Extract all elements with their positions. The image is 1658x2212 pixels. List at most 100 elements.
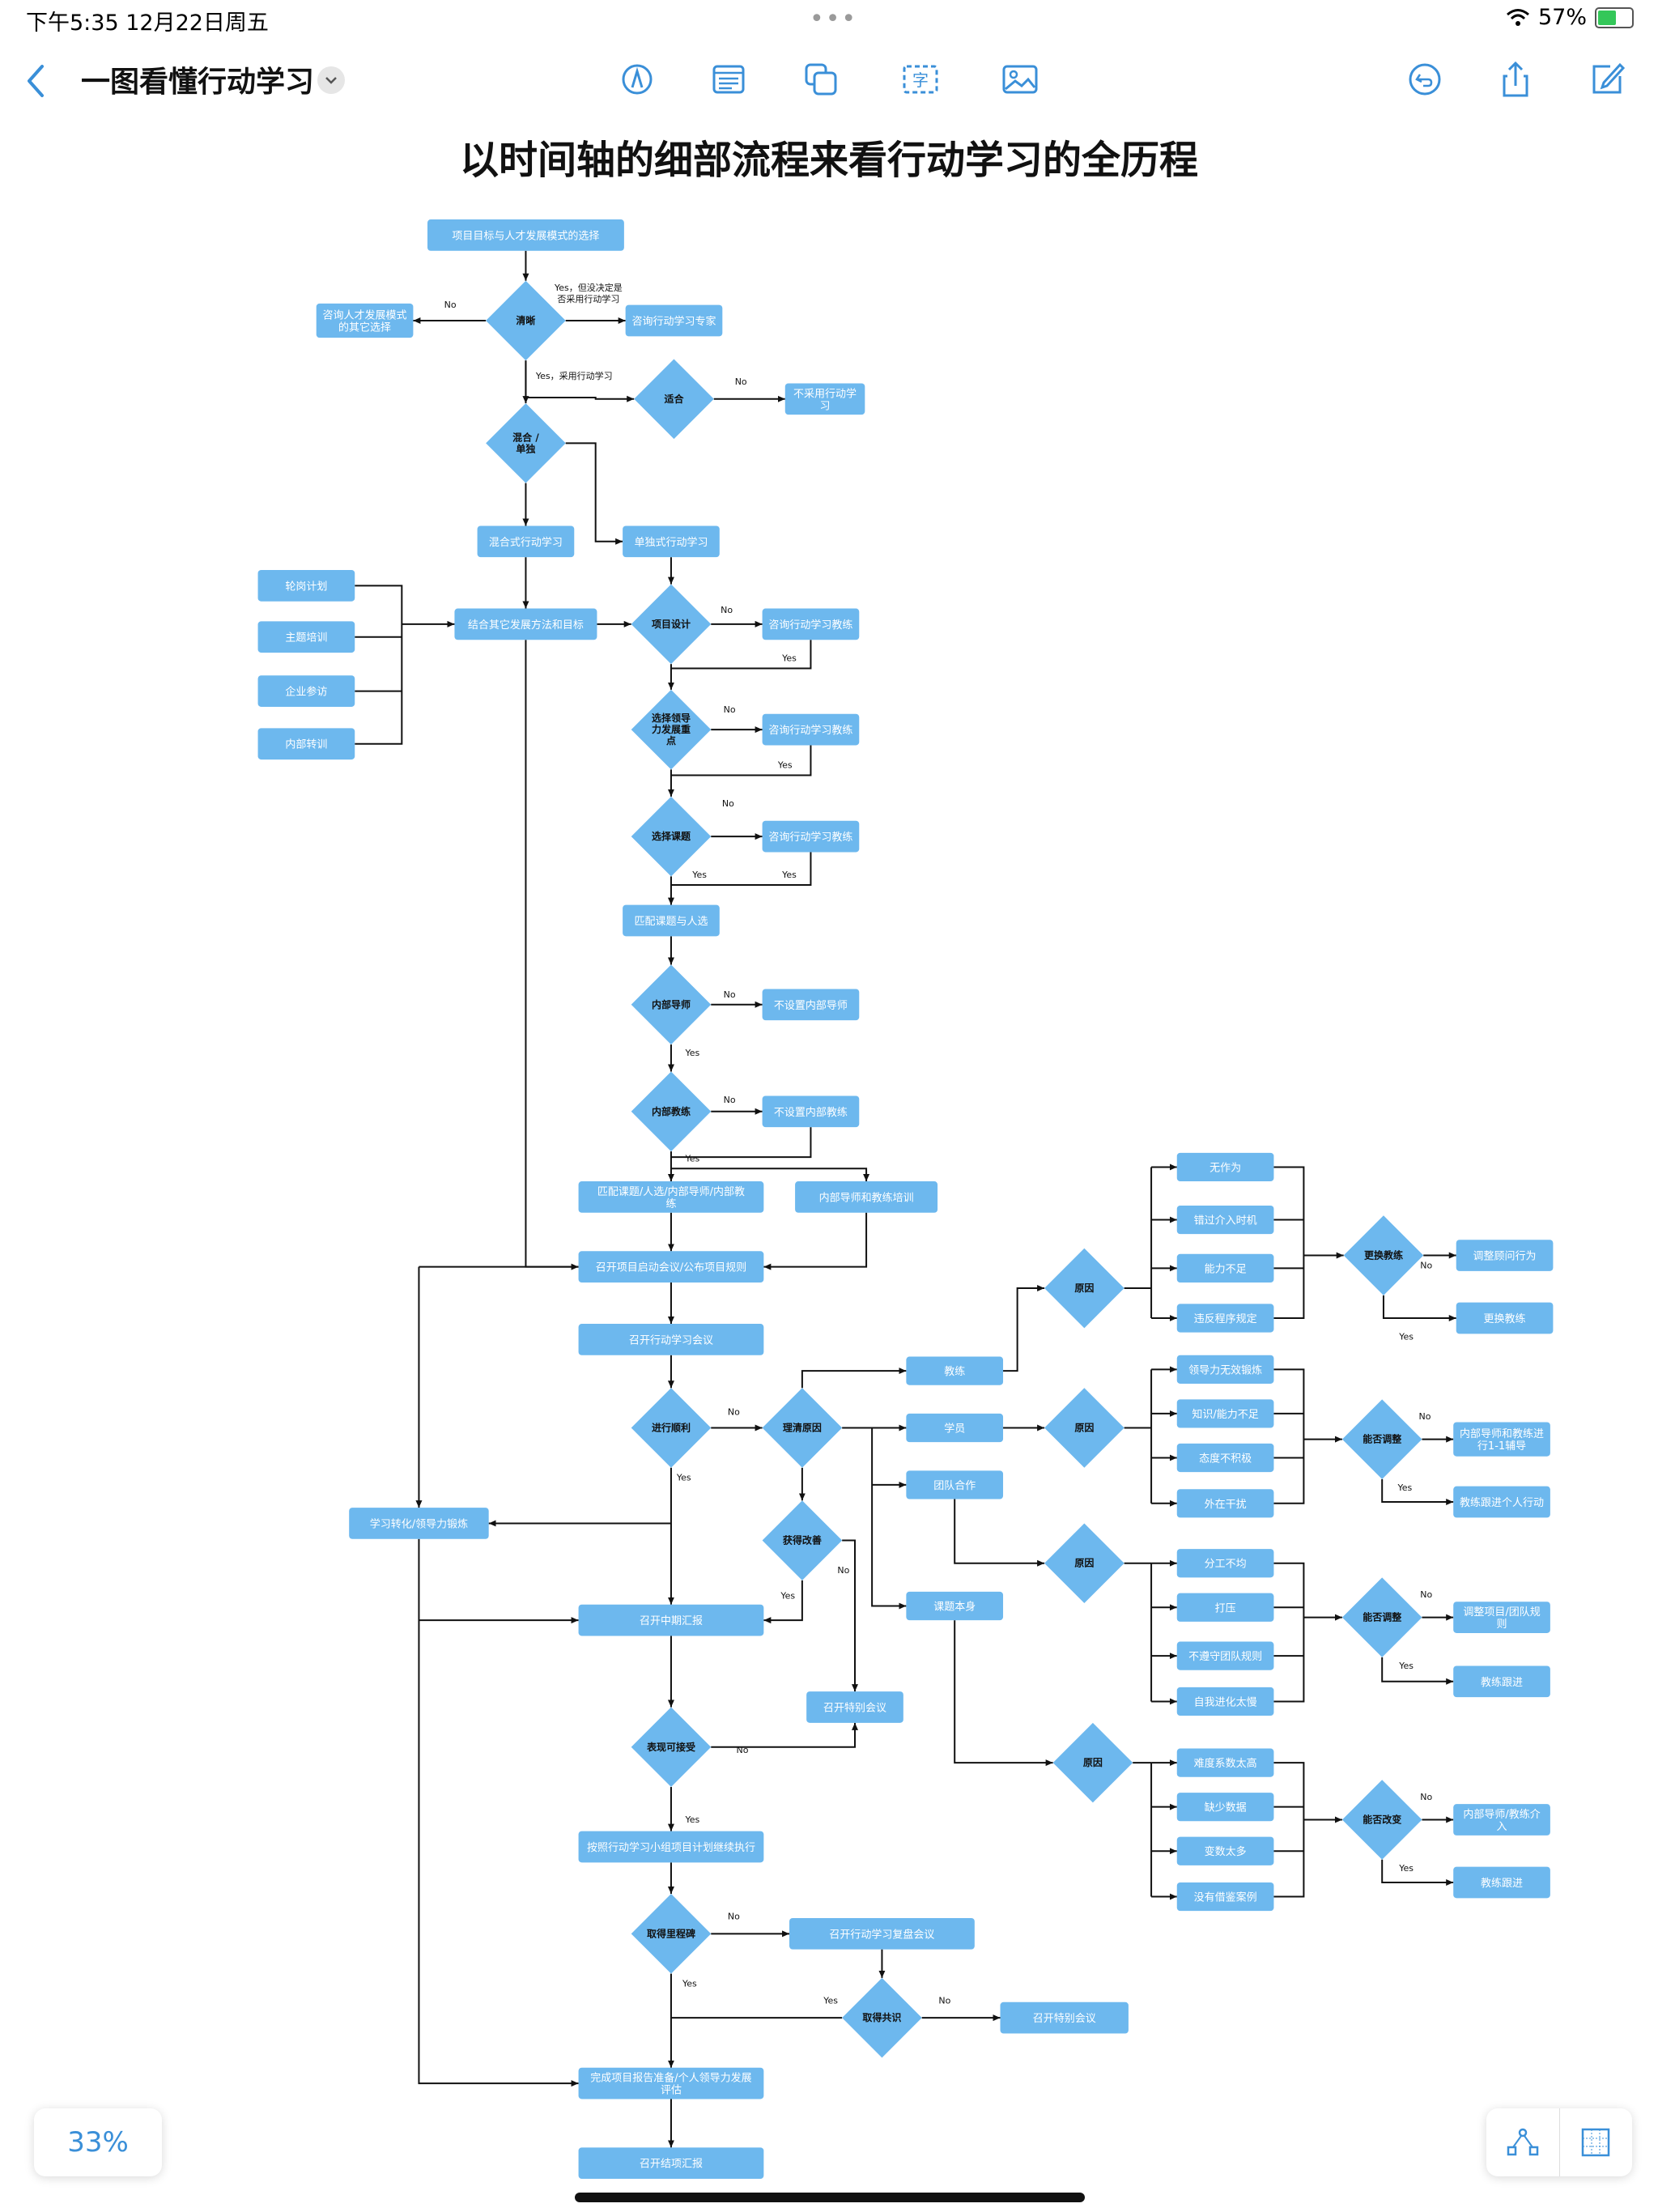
flow-decision-shape[interactable] bbox=[1341, 1399, 1422, 1479]
flow-decision-shape[interactable] bbox=[631, 584, 712, 665]
flow-box-b17[interactable]: 不设置内部教练 bbox=[762, 1095, 860, 1128]
flow-box-b57[interactable]: 教练跟进 bbox=[1453, 1866, 1550, 1899]
flow-box-b9[interactable]: 企业参访 bbox=[257, 675, 355, 707]
flow-decision-d16[interactable]: 原因 bbox=[1044, 1388, 1124, 1468]
flow-decision-shape[interactable] bbox=[631, 1071, 712, 1152]
share-icon[interactable] bbox=[1491, 55, 1540, 104]
flow-box-b42[interactable]: 态度不积极 bbox=[1176, 1443, 1274, 1473]
flow-box-shape[interactable] bbox=[1176, 1443, 1274, 1473]
flow-box-b47[interactable]: 打压 bbox=[1176, 1593, 1274, 1622]
flow-box-shape[interactable] bbox=[316, 303, 414, 338]
flow-box-b24[interactable]: 召开特别会议 bbox=[806, 1691, 903, 1723]
flow-box-b43[interactable]: 外在干扰 bbox=[1176, 1489, 1274, 1518]
flow-decision-shape[interactable] bbox=[631, 689, 712, 770]
flow-box-shape[interactable] bbox=[623, 904, 720, 937]
flow-box-b14[interactable]: 咨询行动学习教练 bbox=[762, 820, 860, 853]
flow-box-b10[interactable]: 内部转训 bbox=[257, 728, 355, 760]
flow-box-b50[interactable]: 调整项目/团队规则 bbox=[1453, 1602, 1550, 1633]
flow-box-b32[interactable]: 团队合作 bbox=[906, 1470, 1004, 1499]
flow-box-b31[interactable]: 学员 bbox=[906, 1413, 1004, 1443]
flow-decision-d2[interactable]: 适合 bbox=[634, 359, 714, 440]
undo-icon[interactable] bbox=[1401, 55, 1449, 104]
flow-decision-shape[interactable] bbox=[1341, 1780, 1422, 1860]
flow-box-b12[interactable]: 咨询行动学习教练 bbox=[762, 608, 860, 640]
multitask-dots[interactable]: ••• bbox=[810, 5, 858, 33]
flow-box-shape[interactable] bbox=[578, 1181, 764, 1213]
grid-icon[interactable] bbox=[1558, 2108, 1633, 2176]
flow-box-b36[interactable]: 能力不足 bbox=[1176, 1253, 1274, 1283]
flow-box-shape[interactable] bbox=[477, 525, 575, 558]
flow-box-b35[interactable]: 错过介入时机 bbox=[1176, 1205, 1274, 1235]
flow-decision-shape[interactable] bbox=[631, 1894, 712, 1974]
flow-decision-shape[interactable] bbox=[631, 1707, 712, 1788]
flow-decision-shape[interactable] bbox=[631, 796, 712, 877]
flow-decision-shape[interactable] bbox=[486, 280, 566, 361]
flow-box-b18[interactable]: 匹配课题/人选/内部导师/内部教练 bbox=[578, 1181, 764, 1213]
flow-decision-d8[interactable]: 内部教练 bbox=[631, 1071, 712, 1152]
flow-box-shape[interactable] bbox=[1176, 1882, 1274, 1912]
flow-box-b6[interactable]: 单独式行动学习 bbox=[623, 525, 720, 558]
flow-box-shape[interactable] bbox=[762, 1095, 860, 1128]
flow-box-b51[interactable]: 教练跟进 bbox=[1453, 1665, 1550, 1698]
flow-box-shape[interactable] bbox=[1176, 1253, 1274, 1283]
flow-box-shape[interactable] bbox=[1456, 1302, 1554, 1334]
flow-decision-d10[interactable]: 理清原因 bbox=[762, 1388, 843, 1468]
flow-decision-d18[interactable]: 原因 bbox=[1052, 1722, 1133, 1803]
flow-decision-d22[interactable]: 能否改变 bbox=[1341, 1780, 1422, 1860]
flow-box-b40[interactable]: 领导力无效锻炼 bbox=[1176, 1355, 1274, 1384]
flow-decision-shape[interactable] bbox=[762, 1500, 843, 1580]
flow-box-b46[interactable]: 分工不均 bbox=[1176, 1549, 1274, 1578]
document-title[interactable]: 一图看懂行动学习 bbox=[81, 66, 315, 99]
flow-box-shape[interactable] bbox=[1176, 1355, 1274, 1384]
flow-box-shape[interactable] bbox=[427, 219, 624, 251]
flow-box-b21[interactable]: 召开行动学习会议 bbox=[578, 1324, 764, 1355]
flow-box-shape[interactable] bbox=[578, 1831, 764, 1863]
flow-box-b8[interactable]: 主题培训 bbox=[257, 621, 355, 653]
flow-box-shape[interactable] bbox=[784, 383, 865, 415]
flow-box-b34[interactable]: 无作为 bbox=[1176, 1152, 1274, 1182]
flow-box-shape[interactable] bbox=[578, 2067, 764, 2099]
flow-box-b37[interactable]: 违反程序规定 bbox=[1176, 1304, 1274, 1333]
flow-decision-shape[interactable] bbox=[634, 359, 714, 440]
flow-box-b45[interactable]: 教练跟进个人行动 bbox=[1453, 1486, 1550, 1518]
flow-box-shape[interactable] bbox=[1176, 1304, 1274, 1333]
flow-box-shape[interactable] bbox=[257, 728, 355, 760]
flow-decision-shape[interactable] bbox=[1052, 1722, 1133, 1803]
flow-box-shape[interactable] bbox=[1176, 1205, 1274, 1235]
flow-decision-shape[interactable] bbox=[762, 1388, 843, 1468]
flow-decision-d6[interactable]: 选择课题 bbox=[631, 796, 712, 877]
shape-connect-icon[interactable] bbox=[1486, 2108, 1559, 2176]
flow-box-shape[interactable] bbox=[349, 1508, 489, 1539]
flow-box-shape[interactable] bbox=[806, 1691, 903, 1723]
flow-decision-shape[interactable] bbox=[631, 964, 712, 1045]
flow-box-b27[interactable]: 召开特别会议 bbox=[1000, 2001, 1129, 2034]
image-icon[interactable] bbox=[996, 55, 1044, 104]
flow-box-shape[interactable] bbox=[1176, 1593, 1274, 1622]
flow-box-shape[interactable] bbox=[578, 1324, 764, 1355]
flow-box-shape[interactable] bbox=[1456, 1240, 1554, 1271]
flow-box-shape[interactable] bbox=[257, 621, 355, 653]
flow-box-shape[interactable] bbox=[1453, 1602, 1550, 1633]
flow-box-b41[interactable]: 知识/能力不足 bbox=[1176, 1399, 1274, 1428]
text-block-icon[interactable] bbox=[704, 55, 753, 104]
flow-box-shape[interactable] bbox=[578, 1604, 764, 1636]
flow-box-shape[interactable] bbox=[1176, 1152, 1274, 1182]
back-chevron-icon[interactable] bbox=[16, 57, 57, 105]
flow-box-b7[interactable]: 轮岗计划 bbox=[257, 570, 355, 602]
flow-box-shape[interactable] bbox=[257, 675, 355, 707]
flow-box-shape[interactable] bbox=[1453, 1422, 1550, 1457]
flow-box-b48[interactable]: 不遵守团队规则 bbox=[1176, 1641, 1274, 1670]
flow-box-shape[interactable] bbox=[906, 1413, 1004, 1443]
flow-decision-d17[interactable]: 原因 bbox=[1044, 1523, 1124, 1603]
flow-decision-d15[interactable]: 原因 bbox=[1044, 1248, 1124, 1329]
home-indicator[interactable] bbox=[575, 2193, 1085, 2202]
flow-box-b33[interactable]: 课题本身 bbox=[906, 1591, 1004, 1621]
flow-box-shape[interactable] bbox=[257, 570, 355, 602]
text-box-icon[interactable]: 字 bbox=[896, 55, 945, 104]
flow-box-shape[interactable] bbox=[762, 713, 860, 746]
flow-decision-d7[interactable]: 内部导师 bbox=[631, 964, 712, 1045]
flow-box-b53[interactable]: 缺少数据 bbox=[1176, 1793, 1274, 1822]
flow-box-shape[interactable] bbox=[1176, 1489, 1274, 1518]
